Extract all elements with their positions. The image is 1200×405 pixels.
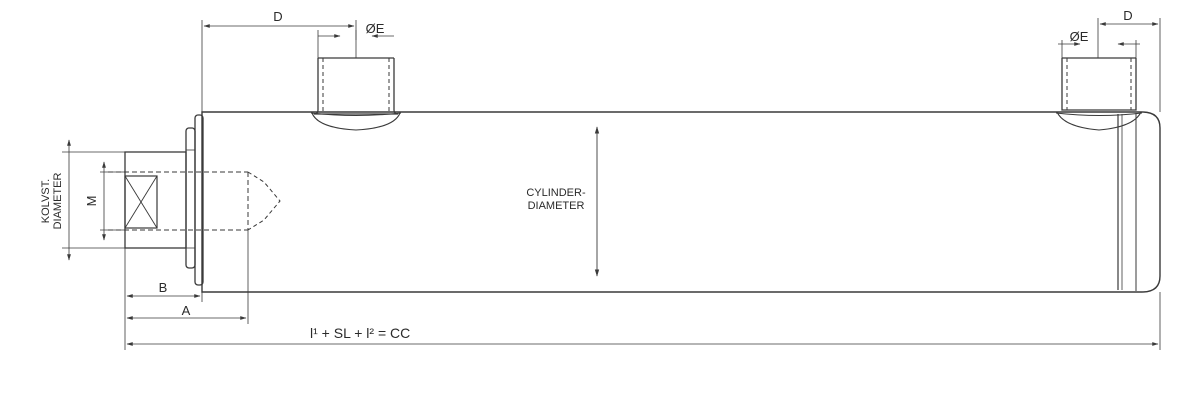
dim-e-left-label: ØE (366, 21, 385, 36)
dimension-overall-length (126, 292, 1161, 350)
dimension-d-left (201, 20, 357, 112)
dimension-e-left (317, 30, 394, 58)
dimension-rod-diameter (62, 139, 125, 261)
dim-b-label: B (159, 280, 168, 295)
port-right (1055, 57, 1143, 131)
cylinder-diameter-label-1: CYLINDER- (526, 187, 586, 199)
dim-e-right-label: ØE (1070, 29, 1089, 44)
wrench-flat-icon (124, 175, 158, 229)
dimension-d-right (1097, 18, 1161, 112)
port-left (310, 57, 402, 131)
piston-rod (108, 151, 281, 249)
overall-length-formula: l¹ + SL + l² = CC (310, 325, 410, 341)
dim-d-left-label: D (273, 9, 282, 24)
dim-d-right-label: D (1123, 8, 1132, 23)
thread-m-label: M (84, 196, 99, 207)
cylinder-diameter-label-2: DIAMETER (528, 200, 585, 212)
rod-diameter-label-1: KOLVST. (40, 179, 52, 223)
dimension-b (124, 248, 203, 350)
dimension-a (126, 230, 249, 324)
dimension-e-right (1058, 40, 1140, 58)
end-cap-flange (185, 114, 204, 286)
cylinder-body (201, 111, 1161, 293)
rod-diameter-label-2: DIAMETER (52, 173, 64, 230)
dimension-thread-m (100, 161, 125, 241)
dim-a-label: A (182, 303, 191, 318)
